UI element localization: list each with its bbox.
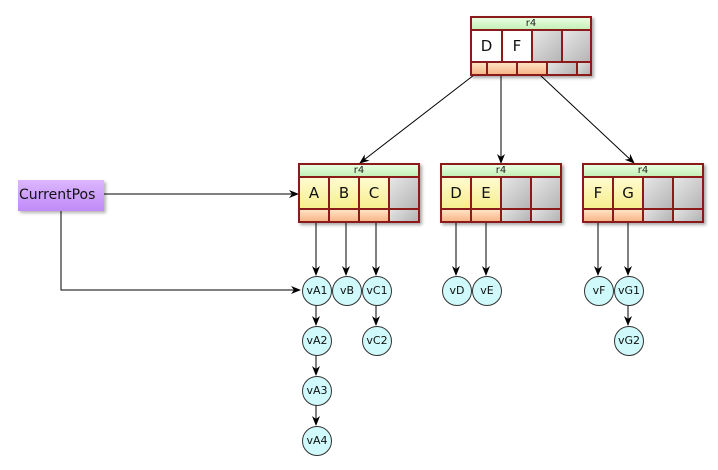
node-header: r4 [584, 165, 702, 176]
key-cell: F [503, 31, 531, 61]
edge-cursor-va1 [60, 211, 301, 294]
current-pos-cursor[interactable]: CurrentPos [18, 180, 104, 211]
pointer-cell [614, 210, 642, 221]
node-header: r4 [300, 165, 418, 176]
empty-pointer-cell [578, 63, 590, 74]
value-node-va4[interactable]: vA4 [302, 426, 332, 456]
pointer-cell [442, 210, 470, 221]
value-node-vf[interactable]: vF [584, 276, 614, 306]
empty-pointer-cell [390, 210, 418, 221]
key-cell: B [330, 178, 358, 208]
key-cell: F [584, 178, 612, 208]
root-node[interactable]: r4 D F [470, 16, 592, 76]
empty-key-cell [390, 178, 418, 208]
key-cell: D [472, 31, 501, 61]
pointer-cell [518, 63, 546, 74]
empty-pointer-cell [532, 210, 560, 221]
empty-key-cell [502, 178, 530, 208]
empty-key-cell [644, 178, 672, 208]
key-cell: E [472, 178, 500, 208]
value-node-vg2[interactable]: vG2 [614, 326, 644, 356]
empty-pointer-cell [674, 210, 702, 221]
value-node-va1[interactable]: vA1 [302, 276, 332, 306]
empty-pointer-cell [502, 210, 530, 221]
node-header: r4 [472, 18, 590, 29]
edge-root-leaf-f [539, 74, 635, 164]
pointer-cell [300, 210, 328, 221]
pointer-cell [472, 210, 500, 221]
value-node-vc2[interactable]: vC2 [362, 326, 392, 356]
key-cell: D [442, 178, 470, 208]
value-node-vb[interactable]: vB [332, 276, 362, 306]
node-header: r4 [442, 165, 560, 176]
pointer-cell [360, 210, 388, 221]
key-cell: G [614, 178, 642, 208]
value-node-va2[interactable]: vA2 [302, 326, 332, 356]
leaf-node-a[interactable]: r4 A B C [298, 163, 420, 223]
empty-key-cell [532, 178, 560, 208]
empty-pointer-cell [644, 210, 672, 221]
key-cell: C [360, 178, 388, 208]
value-node-vd[interactable]: vD [442, 276, 472, 306]
leaf-node-f[interactable]: r4 F G [582, 163, 704, 223]
empty-key-cell [533, 31, 561, 61]
pointer-cell [330, 210, 358, 221]
value-node-va3[interactable]: vA3 [302, 376, 332, 406]
empty-pointer-cell [548, 63, 576, 74]
key-cell: A [300, 178, 328, 208]
pointer-cell [584, 210, 612, 221]
pointer-cell [488, 63, 516, 74]
value-node-vc1[interactable]: vC1 [362, 276, 392, 306]
value-node-ve[interactable]: vE [472, 276, 502, 306]
pointer-cell [472, 63, 486, 74]
edge-root-leaf-a [359, 74, 475, 164]
leaf-node-d[interactable]: r4 D E [440, 163, 562, 223]
empty-key-cell [674, 178, 702, 208]
value-node-vg1[interactable]: vG1 [614, 276, 644, 306]
empty-key-cell [563, 31, 590, 61]
